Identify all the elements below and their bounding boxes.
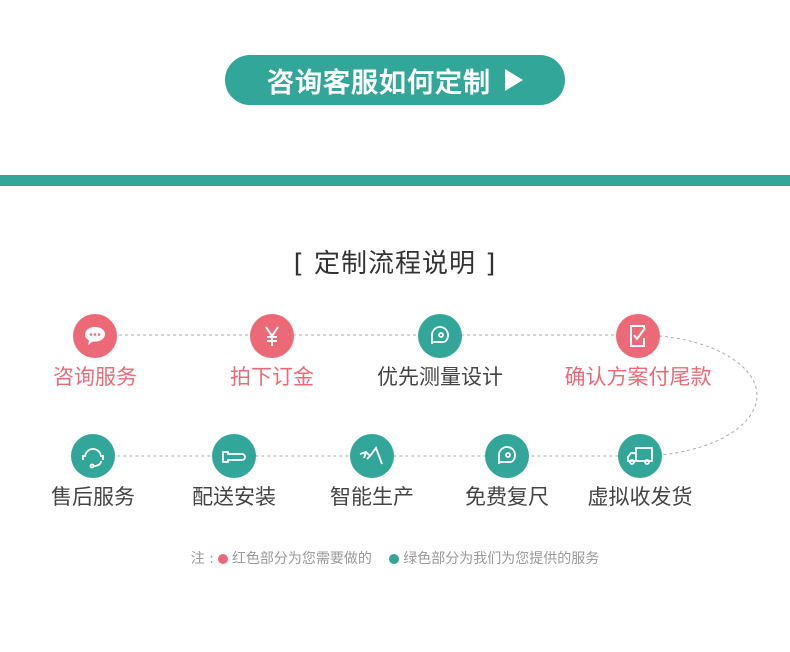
step-label: 确认方案付尾款 <box>564 365 712 389</box>
flow-step: 虚拟收发货 <box>540 434 740 511</box>
step-label: 优先测量设计 <box>377 365 503 389</box>
flow-step: 拍下订金 <box>172 314 372 391</box>
step-label: 智能生产 <box>330 485 414 509</box>
step-label: 免费复尺 <box>465 485 549 509</box>
flow-step: 配送安装 <box>134 434 334 511</box>
machine-icon <box>350 434 394 478</box>
note-green-text: 绿色部分为我们为您提供的服务 <box>403 551 600 567</box>
headset-icon <box>71 434 115 478</box>
tape-measure-icon <box>418 314 462 358</box>
step-label: 咨询服务 <box>53 365 137 389</box>
note-prefix: 注 : <box>190 551 214 567</box>
red-dot-icon <box>217 554 228 564</box>
cta-label: 咨询客服如何定制 <box>267 67 491 99</box>
chat-icon <box>73 314 117 358</box>
step-label: 虚拟收发货 <box>587 485 693 509</box>
flow-step: 确认方案付尾款 <box>538 314 738 391</box>
yen-icon <box>250 314 294 358</box>
step-label: 拍下订金 <box>230 365 314 389</box>
divider-bar <box>0 175 790 186</box>
play-arrow-icon <box>505 69 523 91</box>
checklist-icon <box>616 314 660 358</box>
wrench-icon <box>212 434 256 478</box>
green-dot-icon <box>389 554 400 564</box>
step-label: 售后服务 <box>51 485 135 509</box>
step-label: 配送安装 <box>192 485 276 509</box>
flow-step: 咨询服务 <box>0 314 195 391</box>
flow-step: 免费复尺 <box>407 434 607 511</box>
truck-icon <box>618 434 662 478</box>
consult-customization-button[interactable]: 咨询客服如何定制 <box>225 55 565 105</box>
note-red-text: 红色部分为您需要做的 <box>231 551 372 567</box>
legend-note: 注 : 红色部分为您需要做的 绿色部分为我们为您提供的服务 <box>0 548 790 568</box>
flow-step: 优先测量设计 <box>340 314 540 391</box>
section-title: [ 定制流程说明 ] <box>293 249 497 279</box>
flow-step: 智能生产 <box>272 434 472 511</box>
flow-step: 售后服务 <box>0 434 193 511</box>
tape-measure-icon <box>485 434 529 478</box>
